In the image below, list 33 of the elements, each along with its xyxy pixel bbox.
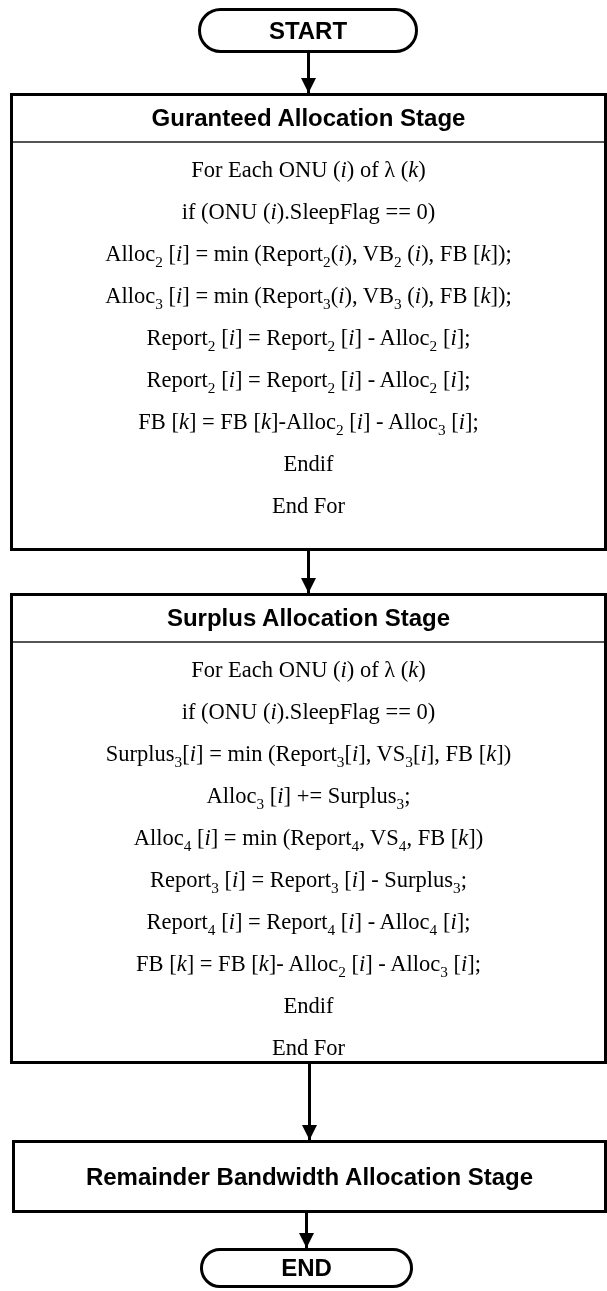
- arrow: [302, 1064, 317, 1140]
- stage-heading: Remainder Bandwidth Allocation Stage: [85, 1161, 534, 1192]
- pseudocode-line: FB [k] = FB [k]-Alloc$_{2}$ [i] - Alloc$_{3}$ [i];: [138, 409, 479, 434]
- process-box: [12, 1140, 607, 1213]
- terminal-pill: [200, 1248, 413, 1288]
- arrow: [301, 551, 316, 593]
- process-box: [10, 593, 607, 1064]
- pseudocode-line: if (ONU (i).SleepFlag == 0): [181, 699, 436, 724]
- process-box: [10, 93, 607, 551]
- pseudocode-line: Alloc$_{3}$ [i] = min (Report$_{3}$(i), VB$_{3}$ (i), FB [k]);: [105, 283, 512, 308]
- terminal-label: END: [281, 1254, 332, 1282]
- pseudocode-line: For Each ONU (i) of λ (k): [191, 657, 426, 682]
- stage-heading: Guranteed Allocation Stage: [13, 96, 604, 143]
- arrow: [299, 1213, 314, 1248]
- terminal-pill: [198, 8, 418, 53]
- pseudocode-line: For Each ONU (i) of λ (k): [191, 157, 426, 182]
- pseudocode-line: Endif: [283, 993, 334, 1018]
- pseudocode-line: Alloc$_{3}$ [i] += Surplus$_{3}$;: [206, 783, 411, 808]
- pseudocode-line: Alloc$_{2}$ [i] = min (Report$_{2}$(i), VB$_{2}$ (i), FB [k]);: [105, 241, 512, 266]
- pseudocode-line: Endif: [283, 451, 334, 476]
- pseudocode-line: End For: [271, 1035, 346, 1060]
- pseudocode-line: Alloc$_{4}$ [i] = min (Report$_{4}$, VS$_{4}$, FB [k]): [133, 825, 484, 850]
- terminal-label: START: [268, 16, 348, 45]
- pseudocode-line: Report$_{2}$ [i] = Report$_{2}$ [i] - Alloc$_{2}$ [i];: [146, 367, 471, 392]
- pseudocode-line: Surplus$_{3}$[i] = min (Report$_{3}$[i], VS$_{3}$[i], FB [k]): [105, 741, 512, 766]
- pseudocode-line: Report$_{2}$ [i] = Report$_{2}$ [i] - Alloc$_{2}$ [i];: [146, 325, 471, 350]
- pseudocode-line: End For: [271, 493, 346, 518]
- stage-heading: Surplus Allocation Stage: [13, 596, 604, 643]
- pseudocode-line: Report$_{4}$ [i] = Report$_{4}$ [i] - Alloc$_{4}$ [i];: [146, 909, 471, 934]
- pseudocode-line: FB [k] = FB [k]- Alloc$_{2}$ [i] - Alloc$_{3}$ [i];: [136, 951, 481, 976]
- pseudocode-line: Report$_{3}$ [i] = Report$_{3}$ [i] - Surplus$_{3}$;: [150, 867, 467, 892]
- arrow: [301, 53, 316, 93]
- pseudocode-line: if (ONU (i).SleepFlag == 0): [181, 199, 436, 224]
